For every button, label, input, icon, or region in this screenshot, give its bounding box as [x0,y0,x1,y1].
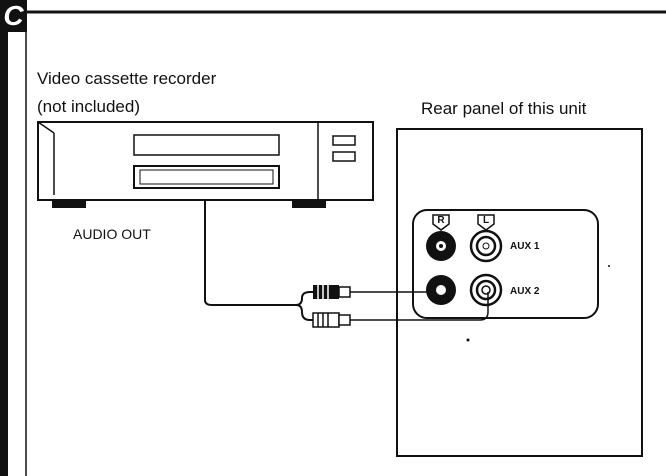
vcr-illustration [37,121,374,208]
vcr-label-line2: (not included) [37,97,141,116]
aux2-label: AUX 2 [510,286,540,297]
channel-r-label: R [437,215,445,226]
channel-r-badge [432,214,450,231]
audio-cable-branch [295,304,313,321]
channel-l-label: L [482,215,490,226]
aux1-label: AUX 1 [510,241,540,252]
plug-red [313,285,385,299]
jack-plate [412,209,599,319]
section-badge: C [0,0,27,32]
vcr-label-line1: Video cassette recorder [37,69,217,88]
left-bar [0,32,7,476]
channel-l-badge [477,214,495,231]
panel-title: Rear panel of this unit [421,99,587,118]
plug-white [312,312,385,328]
audio-cable [204,200,313,306]
audio-out-label: AUDIO OUT [73,226,151,242]
